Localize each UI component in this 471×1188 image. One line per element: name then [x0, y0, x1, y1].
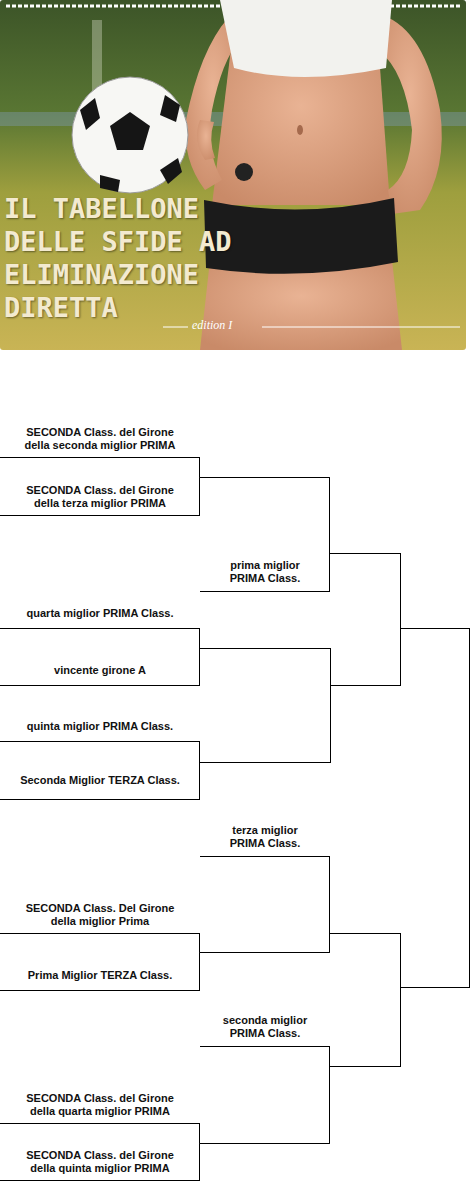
bracket-connector: [199, 629, 200, 686]
bracket-line: [400, 987, 470, 988]
slot-label: SECONDA Class. del Girone della quinta m…: [20, 1149, 180, 1175]
bracket-slot: Prima Miglior TERZA Class.: [0, 960, 200, 991]
bracket-slot: Seconda Miglior TERZA Class.: [0, 762, 200, 800]
bracket-connector: [200, 857, 330, 991]
bracket-connector: [200, 458, 330, 592]
bracket-connector: [199, 742, 200, 800]
slot-label: Seconda Miglior TERZA Class.: [20, 774, 180, 787]
slot-label: SECONDA Class. Del Girone della miglior …: [20, 902, 180, 928]
bracket-line: [330, 1066, 400, 1067]
bracket-slot: SECONDA Class. del Girone della terza mi…: [0, 478, 200, 516]
ball-patch: [110, 112, 150, 150]
bracket-layout: [200, 553, 470, 1067]
shorts: [204, 198, 398, 274]
bracket-line: [330, 685, 400, 686]
bracket-connector: [200, 1047, 330, 1144]
bracket-connector: [200, 1047, 330, 1181]
slot-label: vincente girone A: [54, 664, 146, 677]
bracket-line: [400, 553, 401, 686]
hand: [197, 120, 215, 160]
ball-patch: [160, 95, 180, 122]
slot-label: Prima Miglior TERZA Class.: [28, 969, 172, 982]
bracket-slot: vincente girone A: [0, 655, 200, 686]
crop-top: [220, 0, 392, 77]
slot-label: quinta miglior PRIMA Class.: [27, 720, 173, 733]
edge-layer: [200, 458, 330, 1181]
banner-title: IL TABELLONE DELLE SFIDE AD ELIMINAZIONE…: [4, 192, 244, 324]
soccer-ball: [72, 77, 188, 193]
ball-patch: [100, 175, 120, 192]
edition-rule: [163, 327, 188, 328]
bracket-slot: SECONDA Class. Del Girone della miglior …: [0, 896, 200, 934]
bracket-line: [200, 762, 330, 763]
slot-label: SECONDA Class. del Girone della quarta m…: [20, 1092, 180, 1118]
bracket-slot: SECONDA Class. del Girone della seconda …: [0, 420, 200, 458]
edition-rule: [262, 327, 460, 328]
ball-patch: [160, 158, 182, 184]
bracket-slot: seconda miglior PRIMA Class.: [200, 1008, 330, 1047]
bracket-line: [330, 933, 400, 934]
slot-label: prima miglior PRIMA Class.: [217, 559, 313, 585]
ball-patch: [80, 98, 100, 130]
slot-label: seconda miglior PRIMA Class.: [217, 1014, 313, 1040]
bracket-line: [330, 648, 331, 763]
bracket-line: [469, 628, 470, 988]
navel: [297, 125, 303, 135]
bracket-slot: terza miglior PRIMA Class.: [200, 818, 330, 857]
tattoo: [235, 163, 253, 181]
bracket-connector: [200, 857, 330, 953]
bracket-line: [330, 553, 400, 554]
bracket-line: [400, 628, 470, 629]
slot-label: SECONDA Class. del Girone della terza mi…: [20, 484, 180, 510]
slot-label: SECONDA Class. del Girone della seconda …: [20, 426, 180, 452]
bracket-slot: SECONDA Class. del Girone della quarta m…: [0, 1086, 200, 1124]
bracket-slot: quarta miglior PRIMA Class.: [0, 598, 200, 629]
bracket-slot: quinta miglior PRIMA Class.: [0, 711, 200, 742]
bracket-line: [400, 933, 401, 1067]
edition-label: edition I: [192, 318, 232, 333]
slot-label: terza miglior PRIMA Class.: [217, 824, 313, 850]
banner-background: [0, 0, 466, 350]
bracket-connector: [200, 478, 330, 592]
bracket-slot: prima miglior PRIMA Class.: [200, 553, 330, 592]
bracket-line: [200, 648, 330, 649]
bracket-slot: SECONDA Class. del Girone della quinta m…: [0, 1143, 200, 1181]
slot-label: quarta miglior PRIMA Class.: [27, 607, 174, 620]
